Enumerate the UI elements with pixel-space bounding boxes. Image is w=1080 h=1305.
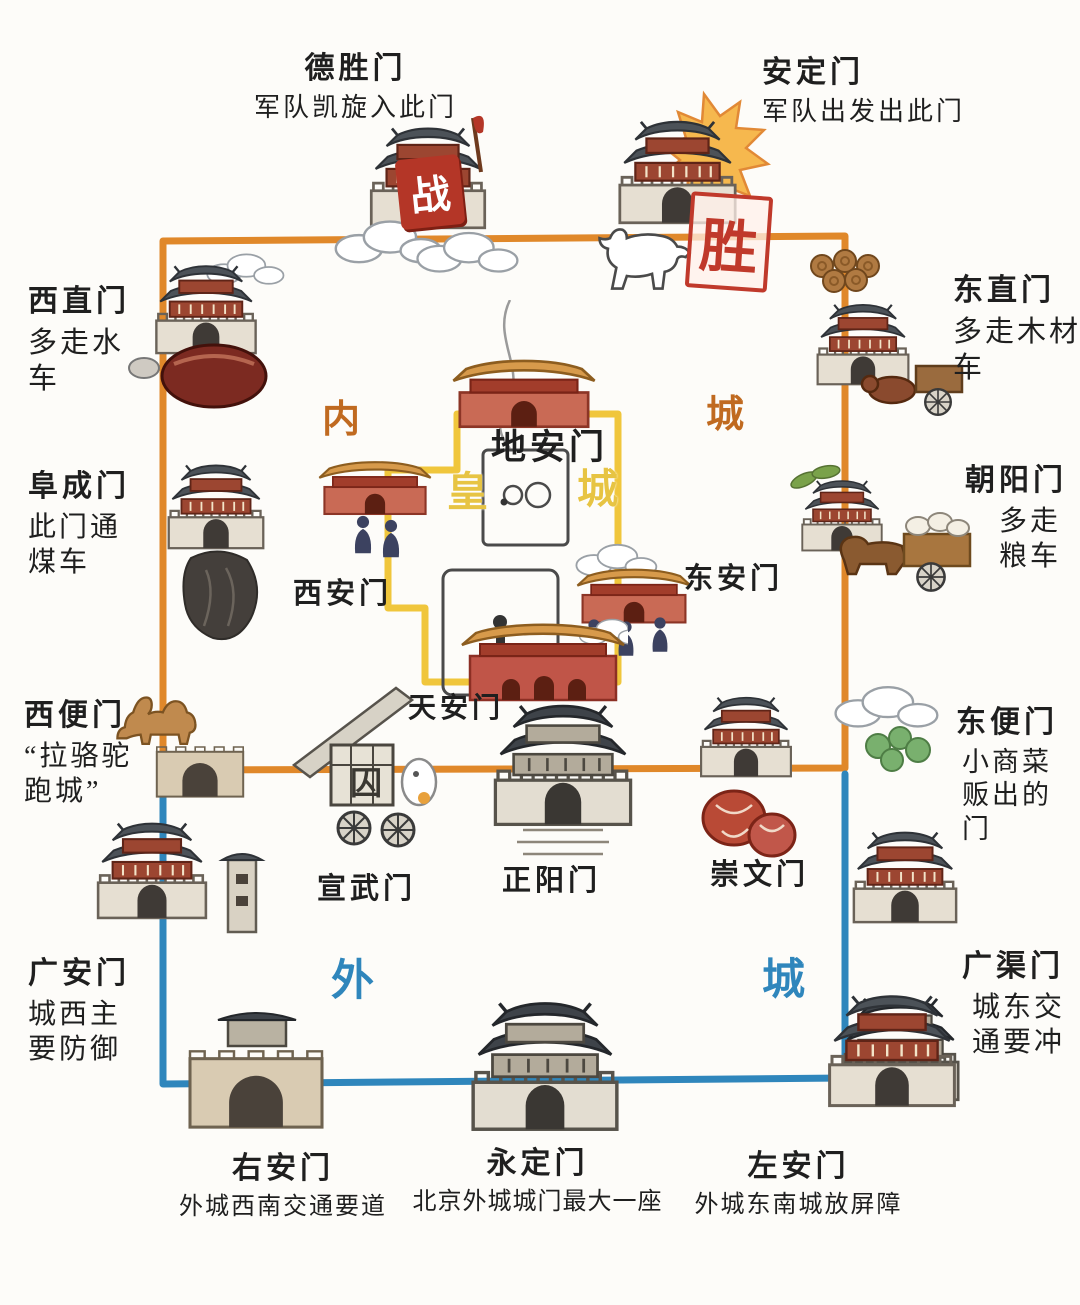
fuchengmen-illustration: [167, 463, 265, 640]
dongzhimen-illustration: [810, 249, 964, 416]
guanganmen-label: 广安门 城西主 要防御: [28, 955, 130, 1067]
outer-city-label-right: 城: [762, 957, 805, 1004]
imperial-city-label-left: 皇: [447, 469, 488, 515]
gate-name: 西直门: [28, 285, 130, 318]
zuoanmen-illustration: [828, 994, 956, 1108]
xianmen-illustration: [318, 461, 432, 558]
gate-desc: 军队出发出此门: [762, 96, 966, 126]
dianmen-illustration: [451, 359, 597, 429]
inner-city-wall-line: [159, 232, 849, 774]
inner-city-label-right: 城: [706, 394, 745, 436]
dongzhimen-label: 东直门 多走木材 车: [953, 272, 1080, 386]
gate-name: 左安门: [747, 1150, 850, 1183]
gate-name: 东安门: [684, 563, 784, 595]
gate-name: 宣武门: [317, 873, 417, 905]
prisoner-cart-character: 囚: [350, 765, 383, 801]
gate-desc: 城西主 要防御: [28, 998, 122, 1065]
gate-name: 东直门: [953, 274, 1055, 307]
xizhimen-illustration: [128, 253, 285, 409]
gate-desc: “拉骆驼 跑城”: [24, 740, 133, 807]
guanganmen-illustration: [96, 822, 266, 934]
deshengmen-label: 德胜门 军队凯旋入此门: [228, 50, 483, 124]
zhengyangmen-illustration: [493, 704, 633, 856]
yongdingmen-illustration: [471, 1001, 619, 1132]
yongdingmen-label: 永定门 北京外城城门最大一座: [410, 1145, 665, 1217]
dongbianmen-illustration: [834, 686, 958, 924]
gate-name: 阜成门: [28, 470, 130, 503]
gate-name: 广渠门: [962, 950, 1064, 983]
chongwenmen-illustration: [699, 696, 797, 858]
gate-name: 安定门: [762, 56, 864, 89]
gate-desc: 多走木材 车: [953, 315, 1080, 384]
xizhimen-label: 西直门 多走水 车: [28, 283, 130, 397]
andingmen-label: 安定门 军队出发出此门: [762, 54, 965, 128]
gate-name: 地安门: [490, 428, 608, 467]
gate-desc: 北京外城城门最大一座: [412, 1188, 663, 1215]
zhengyangmen-label: 正阳门: [502, 863, 601, 899]
gate-name: 德胜门: [304, 52, 407, 85]
zuoanmen-label: 左安门 外城东南城放屏障: [686, 1148, 911, 1220]
gate-name: 广安门: [28, 957, 130, 990]
gate-desc: 多走水 车: [28, 326, 125, 395]
gate-desc: 多走 粮车: [999, 505, 1062, 572]
gate-name: 崇文门: [710, 859, 810, 891]
outer-city-label-left: 外: [331, 958, 374, 1005]
chaoyangmen-illustration: [790, 464, 972, 592]
deshengmen-war-banner: 战: [394, 153, 466, 231]
donganmen-label: 东安门: [684, 561, 783, 597]
deshengmen-illustration: [334, 115, 519, 273]
guangqumen-label: 广渠门 城东交 通要冲: [962, 948, 1065, 1060]
xuanwumen-prisoner-cart-illustration: [291, 686, 438, 848]
inner-city-label-left: 内: [322, 399, 361, 441]
tiananmen-illustration: [461, 618, 628, 702]
dianmen-label: 地安门: [452, 426, 647, 470]
xibianmen-label: 西便门 “拉骆驼 跑城”: [24, 697, 132, 809]
youanmen-illustration: [188, 1012, 324, 1129]
fuchengmen-label: 阜成门 此门通 煤车: [28, 468, 130, 580]
gate-name: 正阳门: [502, 865, 602, 897]
imperial-city-label-right: 城: [577, 466, 618, 512]
dongbianmen-label: 东便门 小商菜 贩出的 门: [956, 704, 1058, 847]
andingmen-victory-banner: 胜: [684, 191, 774, 293]
gate-desc: 小商菜 贩出的 门: [962, 746, 1052, 845]
gate-name: 永定门: [486, 1147, 589, 1180]
imperial-city-wall-line: [384, 410, 622, 686]
chongwenmen-label: 崇文门: [710, 857, 809, 893]
gate-desc: 外城东南城放屏障: [694, 1191, 903, 1218]
gate-name: 东便门: [956, 706, 1058, 739]
youanmen-label: 右安门 外城西南交通要道: [158, 1150, 408, 1222]
xuanwumen-label: 宣武门: [317, 871, 416, 907]
xianmen-label: 西安门: [293, 576, 392, 612]
gate-desc: 城东交 通要冲: [972, 991, 1066, 1058]
chaoyangmen-label: 朝阳门 多走 粮车: [965, 462, 1067, 574]
gate-desc: 外城西南交通要道: [179, 1193, 387, 1220]
gate-name: 天安门: [408, 693, 505, 724]
gate-name: 右安门: [232, 1152, 334, 1185]
gate-name: 西便门: [24, 699, 126, 732]
gate-desc: 军队凯旋入此门: [253, 92, 457, 122]
gate-desc: 此门通 煤车: [28, 511, 122, 578]
gate-name: 朝阳门: [965, 464, 1067, 497]
tiananmen-label: 天安门: [408, 691, 504, 726]
gate-name: 西安门: [293, 578, 393, 610]
